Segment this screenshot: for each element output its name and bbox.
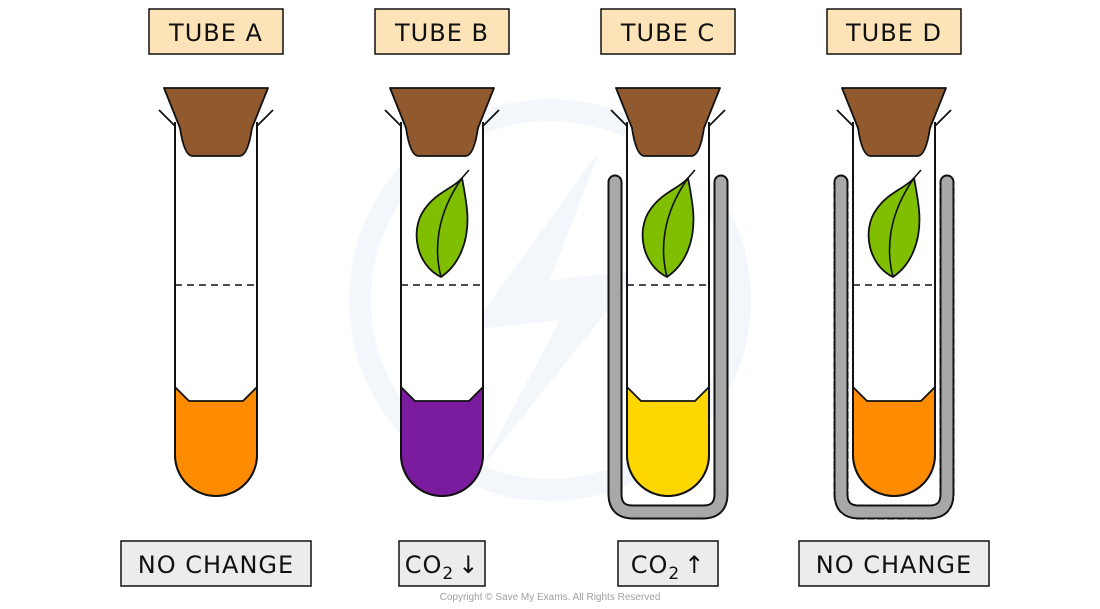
tube-group-a: TUBE A NO CHANGE: [120, 8, 312, 587]
tube-lip-right: [708, 109, 726, 127]
leaf-icon: [867, 169, 922, 278]
copyright-notice: Copyright © Save My Exams. All Rights Re…: [439, 592, 661, 603]
result-co-text: CO: [405, 551, 443, 579]
tube-lip-left: [384, 109, 402, 127]
foil-cover: [609, 176, 727, 518]
tube-label: TUBE B: [394, 19, 489, 47]
leaf-icon: [641, 169, 696, 278]
cork-bung: [389, 87, 495, 157]
tube-label: TUBE D: [845, 19, 942, 47]
result-box: [617, 540, 719, 587]
tube-outline: [626, 122, 710, 497]
tube-group-c: TUBE C CO2↑: [600, 8, 736, 587]
watermark-logo: [349, 99, 751, 501]
leaf-midrib: [888, 169, 922, 278]
arrow-down-icon: ↓: [458, 551, 479, 579]
indicator-liquid: [852, 386, 936, 497]
cork-bung: [841, 87, 947, 157]
result-subscript: 2: [442, 564, 454, 584]
gauze-cover: [835, 176, 953, 518]
arrow-up-icon: ↑: [684, 551, 705, 579]
indicator-liquid: [174, 386, 258, 497]
tube-lip-left: [836, 109, 854, 127]
tube-lip-right: [482, 109, 500, 127]
indicator-liquid: [400, 386, 484, 497]
result-box: [798, 540, 990, 587]
result-label: CO2↓: [405, 551, 480, 584]
result-box: [120, 540, 312, 587]
tube-outline: [174, 122, 258, 497]
tube-lip-left: [158, 109, 176, 127]
tube-lip-left: [610, 109, 628, 127]
result-label: NO CHANGE: [138, 551, 294, 579]
indicator-liquid: [626, 386, 710, 497]
result-label: NO CHANGE: [816, 551, 972, 579]
tube-outline: [400, 122, 484, 497]
result-label: CO2↑: [631, 551, 706, 584]
cork-bung: [615, 87, 721, 157]
tube-outline: [852, 122, 936, 497]
tube-label-box: [148, 8, 284, 55]
tube-label: TUBE C: [620, 19, 715, 47]
tube-lip-right: [256, 109, 274, 127]
leaf-midrib: [662, 169, 696, 278]
cork-bung: [163, 87, 269, 157]
tube-label-box: [826, 8, 962, 55]
tube-label-box: [600, 8, 736, 55]
result-co-text: CO: [631, 551, 669, 579]
leaf-midrib: [436, 169, 470, 278]
tube-label-box: [374, 8, 510, 55]
tube-group-d: TUBE D NO CHANGE: [798, 8, 990, 587]
leaf-icon: [415, 169, 470, 278]
result-subscript: 2: [668, 564, 680, 584]
tube-label: TUBE A: [168, 19, 263, 47]
tube-lip-right: [934, 109, 952, 127]
tube-group-b: TUBE B CO2↓: [374, 8, 510, 587]
result-box: [398, 540, 486, 587]
